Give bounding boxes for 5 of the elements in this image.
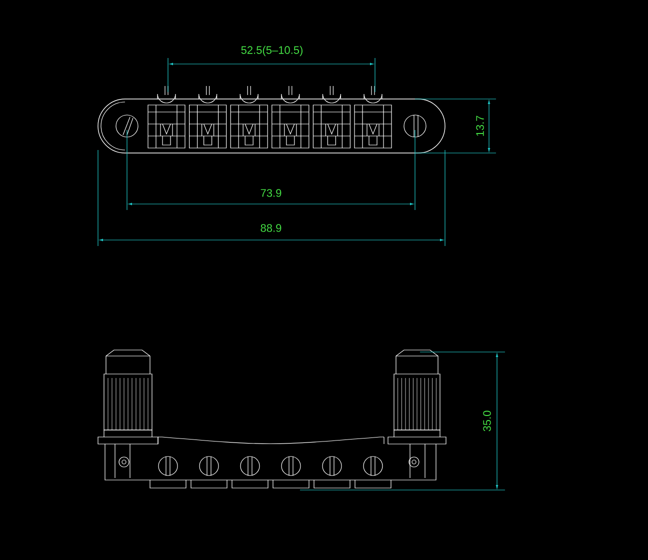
dimension-label: 88.9 [260, 224, 282, 232]
dimension-label: 52.5(5–10.5) [241, 46, 302, 56]
dimension-label: 35.0 [483, 410, 491, 432]
dimension-label: 73.9 [260, 189, 282, 197]
dimension-label: 13.7 [476, 116, 484, 136]
